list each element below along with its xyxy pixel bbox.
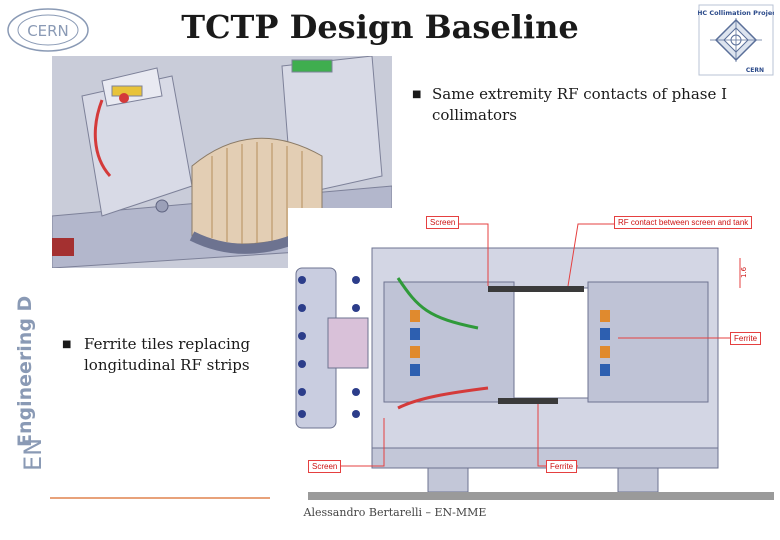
callout-ferrite-bottom: Ferrite [546, 460, 578, 473]
bullet-item-2: ■ Ferrite tiles replacing longitudinal R… [62, 334, 294, 376]
lhc-collimation-logo: LHC Collimation Project CERN [693, 4, 779, 76]
section-drawing: 1.6 Screen RF contact between screen and… [288, 208, 774, 500]
callout-rf-contact: RF contact between screen and tank [614, 216, 753, 229]
callout-screen-bottom: Screen [308, 460, 342, 473]
dimension-label: 1.6 [740, 266, 748, 278]
slide-title: TCTP Design Baseline [181, 8, 579, 46]
cern-logo: CERN [6, 6, 92, 54]
callout-ferrite-right: Ferrite [730, 332, 762, 345]
side-abbrev: EN [19, 437, 47, 471]
footer-author: Alessandro Bertarelli – EN-MME [303, 506, 487, 519]
footer-divider [50, 497, 270, 499]
bullet-text: Same extremity RF contacts of phase I co… [432, 85, 728, 124]
bullet-marker: ■ [62, 339, 72, 350]
lhc-logo-sub: CERN [746, 67, 764, 74]
callout-screen-top: Screen [426, 216, 460, 229]
side-label: Engineering D [14, 295, 36, 447]
bullet-text: Ferrite tiles replacing longitudinal RF … [84, 335, 251, 374]
lhc-logo-text: LHC Collimation Project [698, 9, 774, 17]
bullet-item-1: ■ Same extremity RF contacts of phase I … [412, 84, 762, 126]
cern-logo-text: CERN [27, 22, 69, 40]
bullet-marker: ■ [412, 89, 422, 100]
